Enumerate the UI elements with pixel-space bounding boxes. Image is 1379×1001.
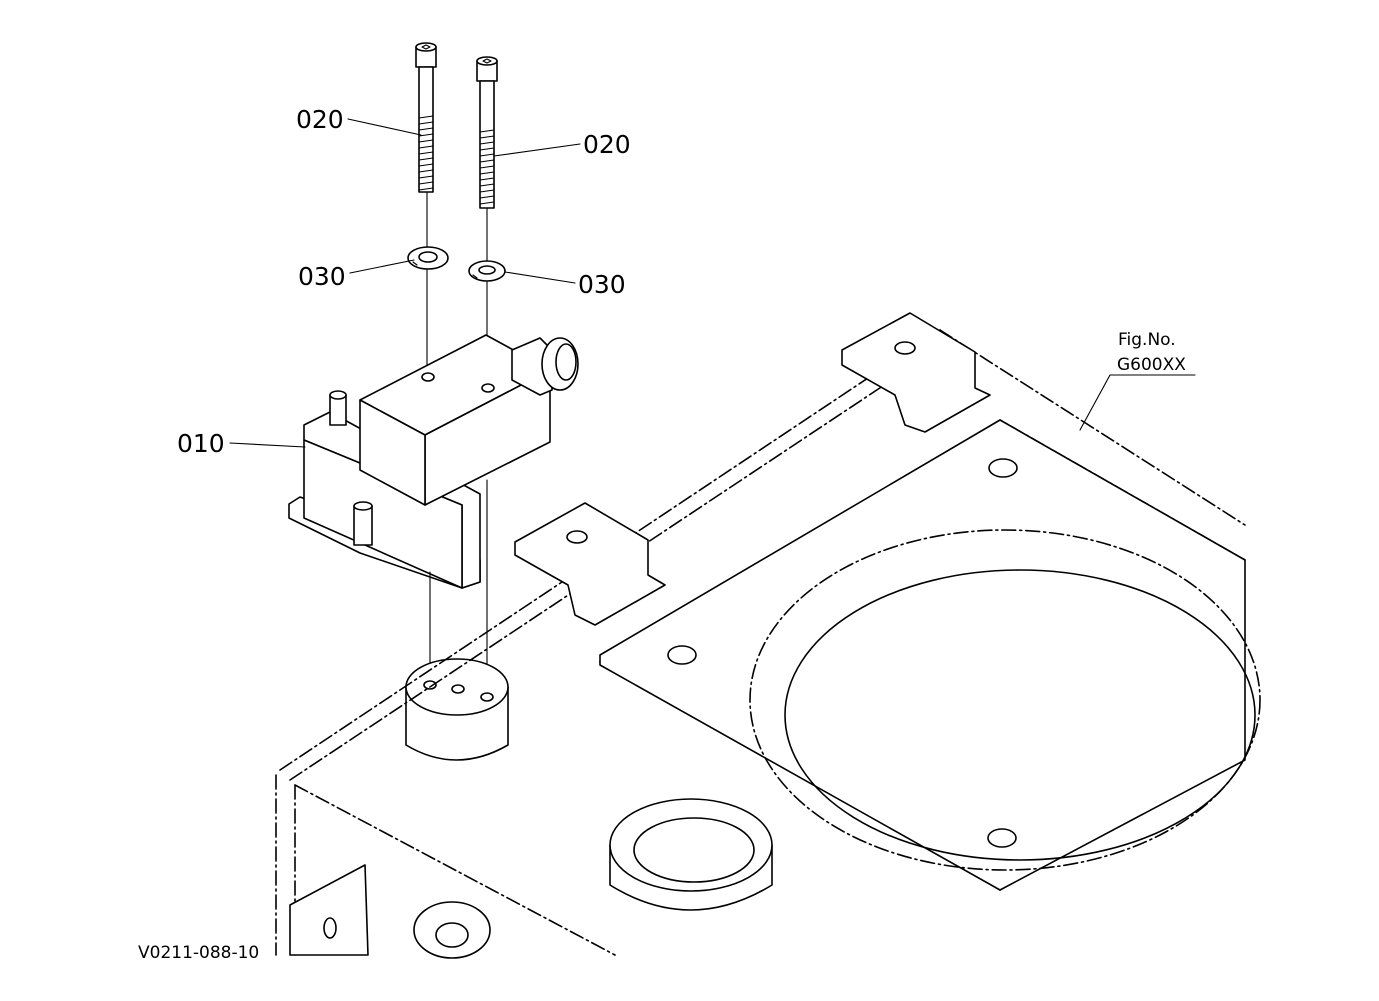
washer-right: [468, 260, 506, 282]
leader-lines: [229, 118, 1196, 448]
callout-020-left: 020: [296, 105, 344, 134]
callout-030-left: 030: [298, 262, 346, 291]
fig-no-value: G600XX: [1117, 355, 1186, 375]
switch-assembly: [288, 334, 579, 691]
bolt-left: [415, 42, 437, 376]
washer-left: [407, 246, 449, 270]
callout-010: 010: [177, 429, 225, 458]
bolt-right: [476, 56, 498, 386]
callout-030-right: 030: [578, 270, 626, 299]
spacer-block: [405, 658, 509, 761]
drawing-code: V0211-088-10: [138, 943, 259, 963]
fig-no-label: Fig.No.: [1118, 330, 1176, 350]
chassis-frame: [275, 312, 1261, 959]
callout-020-right: 020: [583, 130, 631, 159]
